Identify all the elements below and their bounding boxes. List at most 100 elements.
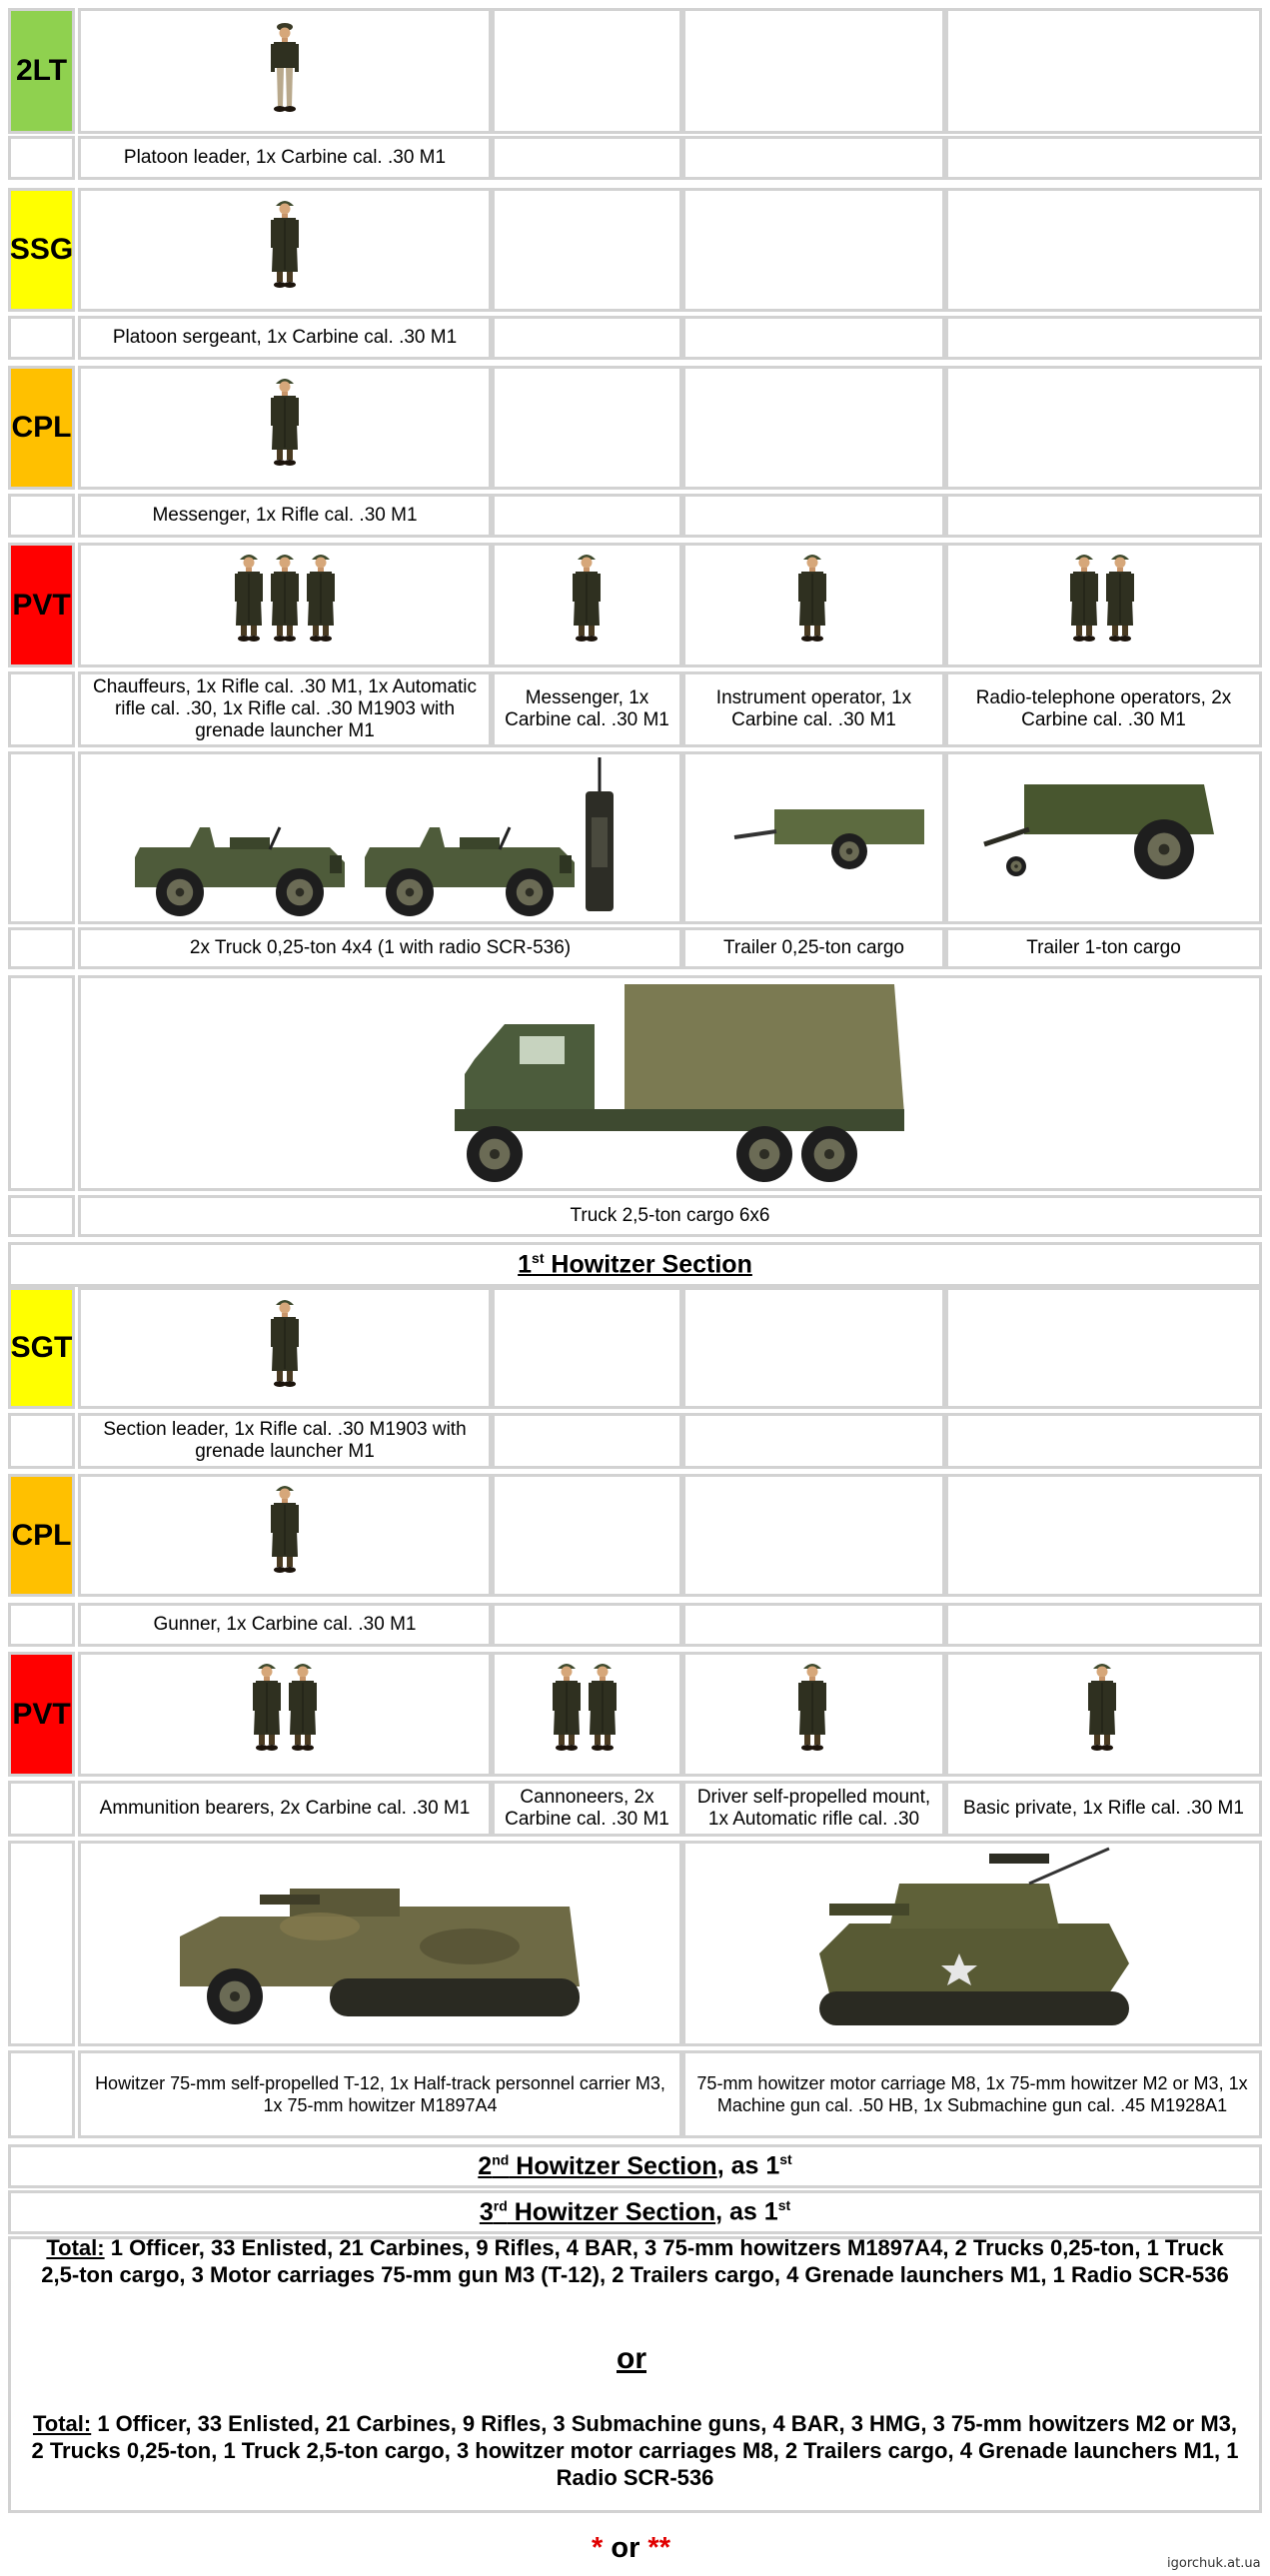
table-cell [8,671,75,747]
cell-label: Basic private, 1x Rifle cal. .30 M1 [963,1798,1244,1819]
table-cell [682,494,945,538]
soldier-figure-icon [307,555,335,642]
soldier-figure-icon [589,1664,617,1751]
table-cell [8,1603,75,1647]
table-cell [8,975,75,1191]
howitzer-m8-label: 75-mm howitzer motor carriage M8, 1x 75-… [682,2050,1262,2138]
cell-label: 2x Truck 0,25-ton 4x4 (1 with radio SCR-… [189,937,572,958]
trailer-quarter-ton-icon [733,809,924,869]
cell-label: 75-mm howitzer motor carriage M8, 1x 75-… [696,2073,1248,2115]
cell-label: Trailer 0,25-ton cargo [723,937,904,958]
radio-scr-536-icon [586,757,614,911]
table-cell [945,1474,1262,1597]
cell-label: Platoon sergeant, 1x Carbine cal. .30 M1 [112,327,458,348]
soldier-figure-icon [253,1664,281,1751]
halftrack-t12-icon [180,1889,580,2024]
table-cell [492,136,682,180]
table-cell [492,8,682,134]
soldier-figure-icon [289,1664,317,1751]
table-cell [8,494,75,538]
site-watermark: igorchuk.at.ua [1167,2556,1261,2571]
chauffeurs-label: Chauffeurs, 1x Rifle cal. .30 M1, 1x Aut… [78,671,492,747]
figure-cell [492,1652,682,1777]
cell-label: Ammunition bearers, 2x Carbine cal. .30 … [99,1798,471,1819]
messenger-pvt-label: Messenger, 1x Carbine cal. .30 M1 [492,671,682,747]
table-cell [8,1841,75,2046]
instrument-operator-label: Instrument operator, 1x Carbine cal. .30… [682,671,945,747]
soldier-figure-icon [1070,555,1098,642]
platoon-leader-label: Platoon leader, 1x Carbine cal. .30 M1 [78,136,492,180]
soldier-figure-icon [271,379,299,466]
cell-label: Gunner, 1x Carbine cal. .30 M1 [153,1614,417,1635]
rank-2lt-badge: 2LT [8,8,75,134]
gunner-label: Gunner, 1x Carbine cal. .30 M1 [78,1603,492,1647]
table-cell [8,927,75,969]
section-1-header: 1st Howitzer Section [8,1242,1262,1287]
table-cell [8,1195,75,1237]
soldier-figure-icon [798,1664,826,1751]
soldier-figure-icon [573,555,601,642]
table-cell [945,1413,1262,1469]
table-cell [682,1474,945,1597]
total-option-a: Total: 1 Officer, 33 Enlisted, 21 Carbin… [41,2235,1229,2287]
table-cell [8,136,75,180]
truck-2-5-ton-icon [455,984,904,1182]
cell-label: Platoon leader, 1x Carbine cal. .30 M1 [123,147,447,168]
section-3-header: 3rd Howitzer Section, as 1st [8,2190,1262,2234]
section-1-title: 1st Howitzer Section [518,1249,752,1279]
table-cell [492,1287,682,1409]
table-cell [682,1287,945,1409]
rank-cpl-badge: CPL [8,366,75,490]
cell-label: Radio-telephone operators, 2x Carbine ca… [975,687,1232,730]
soldier-figure-icon [798,555,826,642]
table-cell [945,8,1262,134]
soldier-figure-icon [235,555,263,642]
platoon-sergeant-label: Platoon sergeant, 1x Carbine cal. .30 M1 [78,316,492,360]
cell-label: Trailer 1-ton cargo [1026,937,1181,958]
soldier-figure-icon [271,1486,299,1573]
soldier-figure-icon [271,555,299,642]
table-cell [682,136,945,180]
rank-cpl-badge: CPL [8,1474,75,1597]
basic-private-label: Basic private, 1x Rifle cal. .30 M1 [945,1781,1262,1837]
table-cell [492,1413,682,1469]
table-cell [945,494,1262,538]
table-cell [8,316,75,360]
section-leader-label: Section leader, 1x Rifle cal. .30 M1903 … [78,1413,492,1469]
table-cell [682,8,945,134]
howitzer-t12-label: Howitzer 75-mm self-propelled T-12, 1x H… [78,2050,682,2138]
ammo-bearers-label: Ammunition bearers, 2x Carbine cal. .30 … [78,1781,492,1837]
cell-label: Howitzer 75-mm self-propelled T-12, 1x H… [95,2073,665,2115]
soldier-figure-icon [553,1664,581,1751]
table-cell [682,188,945,312]
table-cell [8,751,75,924]
cell-label: Section leader, 1x Rifle cal. .30 M1903 … [103,1419,467,1462]
jeep-vehicle-icon [365,826,575,916]
cell-label: Cannoneers, 2x Carbine cal. .30 M1 [505,1787,669,1830]
m8-motor-carriage-icon [819,1847,1129,2025]
table-cell [945,1287,1262,1409]
table-cell [492,366,682,490]
rank-sgt-badge: SGT [8,1287,75,1409]
soldier-figure-icon [1088,1664,1116,1751]
soldier-figure-icon [1106,555,1134,642]
cell-label: Messenger, 1x Rifle cal. .30 M1 [152,505,418,526]
section-3-header-title: 3rd Howitzer Section, as 1st [479,2197,791,2226]
trailer-1-ton-icon [983,784,1214,879]
cell-label: Instrument operator, 1x Carbine cal. .30… [715,687,912,730]
footnote-legend: * or ** [592,2532,670,2564]
cannoneers-label: Cannoneers, 2x Carbine cal. .30 M1 [492,1781,682,1837]
soldier-figure-icon [271,201,299,288]
soldier-figure-icon [271,1300,299,1387]
table-cell [945,1603,1262,1647]
totals-block [8,2236,1262,2513]
trailer-quarter-ton-label: Trailer 0,25-ton cargo [682,927,945,969]
table-cell [492,188,682,312]
officer-figure-icon [271,23,299,112]
table-cell [8,1413,75,1469]
driver-label: Driver self-propelled mount, 1x Automati… [682,1781,945,1837]
rank-pvt-badge: PVT [8,1652,75,1777]
table-cell [945,136,1262,180]
or-separator: or [617,2342,646,2375]
table-cell [945,188,1262,312]
